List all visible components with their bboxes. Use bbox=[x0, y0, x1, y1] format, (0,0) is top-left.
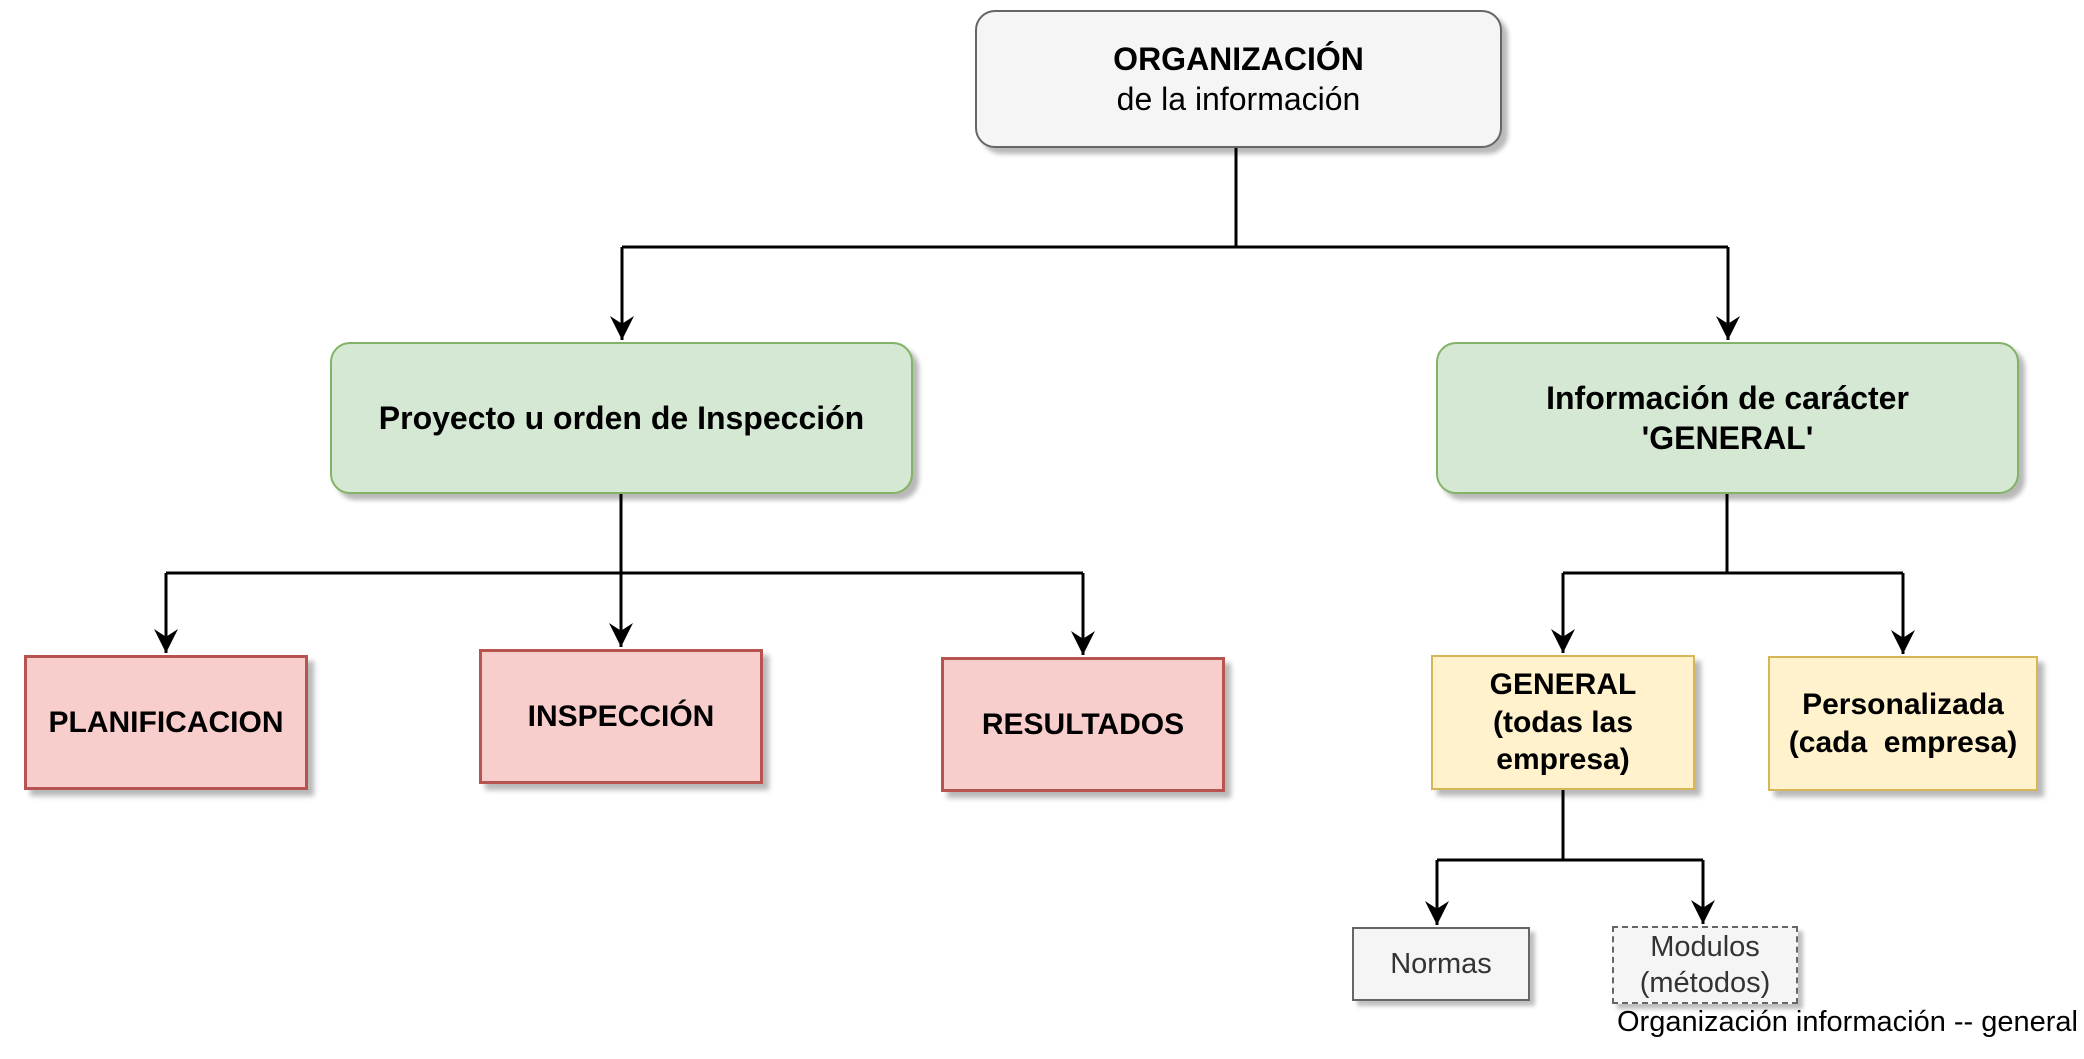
diagram-caption: Organización información -- general bbox=[1617, 1006, 2078, 1038]
node-inspeccion-label: INSPECCIÓN bbox=[527, 699, 715, 733]
node-personalizada-line1: Personalizada bbox=[1802, 688, 2004, 721]
node-normas-label: Normas bbox=[1390, 947, 1492, 980]
node-informacion-general-line2: 'GENERAL' bbox=[1641, 420, 1814, 456]
node-modulos-line2: (métodos) bbox=[1639, 967, 1771, 999]
node-modulos-line1: Modulos bbox=[1650, 930, 1760, 963]
node-organizacion-title: ORGANIZACIÓN bbox=[1113, 41, 1364, 77]
node-resultados-label: RESULTADOS bbox=[981, 707, 1185, 741]
node-modulos: Modulos (métodos) bbox=[1612, 926, 1798, 1004]
node-informacion-general: Información de carácter 'GENERAL' bbox=[1436, 342, 2019, 494]
node-resultados: RESULTADOS bbox=[941, 657, 1225, 792]
node-normas: Normas bbox=[1352, 927, 1530, 1001]
node-planificacion-label: PLANIFICACION bbox=[48, 705, 284, 739]
node-proyecto-orden-inspeccion: Proyecto u orden de Inspección bbox=[330, 342, 913, 494]
node-informacion-general-line1: Información de carácter bbox=[1546, 380, 1909, 416]
node-inspeccion: INSPECCIÓN bbox=[479, 649, 763, 784]
node-proyecto-label: Proyecto u orden de Inspección bbox=[378, 400, 865, 436]
node-planificacion: PLANIFICACION bbox=[24, 655, 308, 790]
node-organizacion-subtitle: de la información bbox=[1116, 81, 1361, 117]
node-personalizada: Personalizada (cada empresa) bbox=[1768, 656, 2038, 791]
node-general-todas-empresas: GENERAL (todas las empresa) bbox=[1431, 655, 1695, 790]
node-general-todas-line2: (todas las empresa) bbox=[1492, 705, 1642, 777]
node-organizacion: ORGANIZACIÓN de la información bbox=[975, 10, 1502, 148]
node-general-todas-line1: GENERAL bbox=[1489, 668, 1637, 702]
node-personalizada-line2: (cada empresa) bbox=[1788, 725, 2018, 759]
